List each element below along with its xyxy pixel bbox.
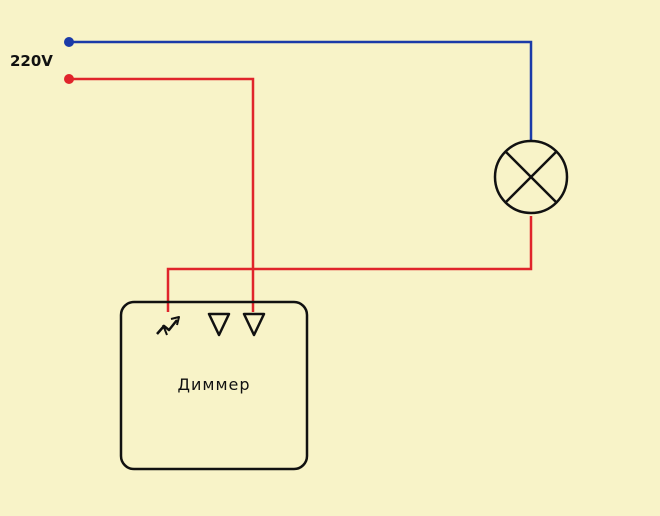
input-terminal-triangle-icon [242, 312, 266, 337]
neutral-terminal [64, 37, 74, 47]
dimmer-box [119, 300, 309, 471]
neutral-wire [69, 40, 533, 140]
dimmer-label: Диммер [177, 375, 250, 394]
load-terminal-arrow-icon [156, 316, 180, 336]
phase-wire-load [166, 216, 533, 312]
lamp-cross-circle-icon [493, 139, 569, 215]
input-terminal-triangle-icon [207, 312, 231, 337]
voltage-label: 220V [10, 52, 53, 70]
phase-terminal [64, 74, 74, 84]
phase-wire-input [69, 77, 255, 312]
